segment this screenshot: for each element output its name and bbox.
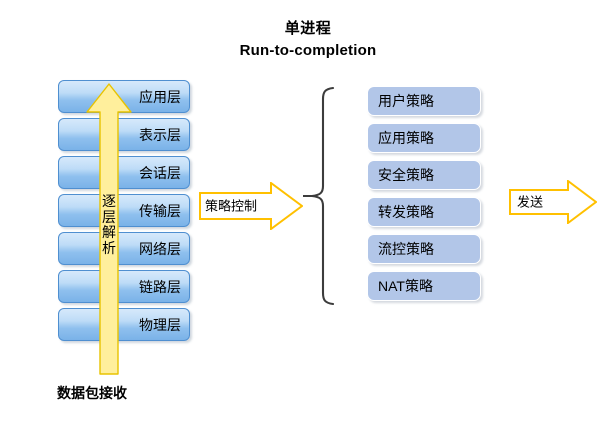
right-arrow-icon bbox=[509, 180, 597, 224]
send-arrow[interactable]: 发送 bbox=[509, 180, 597, 224]
policy-item-label: 转发策略 bbox=[378, 204, 434, 220]
policy-control-arrow[interactable]: 策略控制 bbox=[199, 182, 303, 230]
policy-item-user[interactable]: 用户策略 bbox=[367, 86, 481, 116]
osi-layer-label: 传输层 bbox=[139, 202, 181, 219]
title-line-primary: 单进程 bbox=[284, 20, 332, 37]
diagram-title: 单进程 Run-to-completion bbox=[0, 18, 616, 62]
parse-arrow-label: 逐层解析 bbox=[102, 193, 116, 257]
osi-layer-label: 会话层 bbox=[139, 164, 181, 181]
osi-layer-label: 物理层 bbox=[139, 316, 181, 333]
send-arrow-label: 发送 bbox=[517, 194, 544, 210]
packet-receive-caption: 数据包接收 bbox=[57, 385, 127, 401]
curly-brace-icon bbox=[303, 86, 335, 306]
osi-layer-datalink[interactable]: 链路层 bbox=[58, 270, 190, 303]
policy-item-label: 用户策略 bbox=[378, 93, 434, 109]
policy-item-label: NAT策略 bbox=[378, 278, 433, 294]
osi-layer-physical[interactable]: 物理层 bbox=[58, 308, 190, 341]
osi-layer-label: 表示层 bbox=[139, 126, 181, 143]
title-line-secondary: Run-to-completion bbox=[239, 41, 377, 59]
policy-item-forwarding[interactable]: 转发策略 bbox=[367, 197, 481, 227]
policy-list: 用户策略 应用策略 安全策略 转发策略 流控策略 NAT策略 bbox=[367, 86, 485, 306]
up-arrow-icon bbox=[86, 83, 132, 375]
osi-layer-label: 链路层 bbox=[139, 278, 181, 295]
right-arrow-icon bbox=[199, 182, 303, 230]
policy-item-security[interactable]: 安全策略 bbox=[367, 160, 481, 190]
osi-layer-label: 应用层 bbox=[139, 88, 181, 105]
policy-item-flow-control[interactable]: 流控策略 bbox=[367, 234, 481, 264]
policy-control-label: 策略控制 bbox=[205, 198, 258, 214]
osi-layer-network[interactable]: 网络层 bbox=[58, 232, 190, 265]
policy-group-brace bbox=[303, 86, 335, 306]
policy-item-nat[interactable]: NAT策略 bbox=[367, 271, 481, 301]
policy-item-label: 安全策略 bbox=[378, 167, 434, 183]
osi-layer-stack: 应用层 表示层 会话层 传输层 网络层 链路层 物理层 bbox=[58, 80, 194, 345]
policy-item-label: 流控策略 bbox=[378, 241, 434, 257]
policy-item-application[interactable]: 应用策略 bbox=[367, 123, 481, 153]
osi-layer-session[interactable]: 会话层 bbox=[58, 156, 190, 189]
policy-item-label: 应用策略 bbox=[378, 130, 434, 146]
layer-by-layer-parse-arrow: 逐层解析 bbox=[85, 82, 133, 376]
osi-layer-label: 网络层 bbox=[139, 240, 181, 257]
osi-layer-transport[interactable]: 传输层 bbox=[58, 194, 190, 227]
osi-layer-presentation[interactable]: 表示层 bbox=[58, 118, 190, 151]
